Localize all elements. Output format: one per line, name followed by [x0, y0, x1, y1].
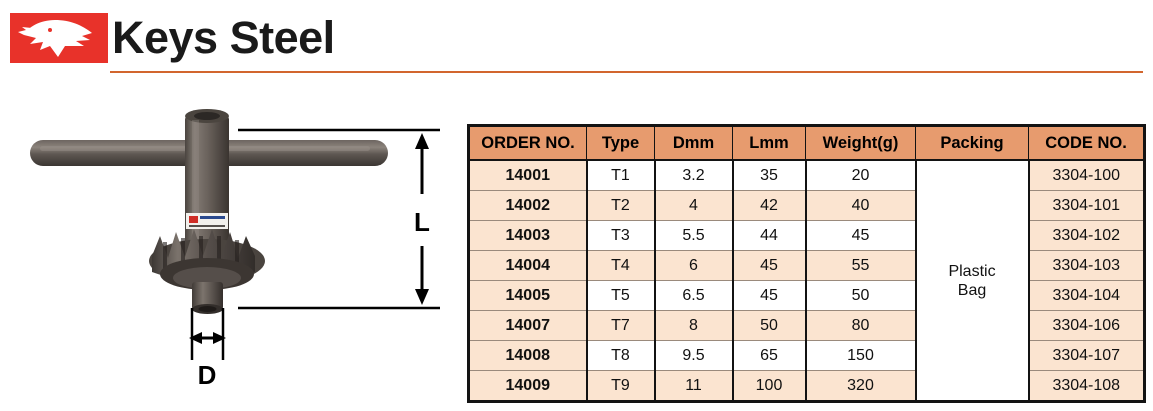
cell-type: T5: [585, 280, 656, 311]
col-header-lmm: Lmm: [732, 125, 806, 161]
cell-code-no: 3304-107: [1027, 340, 1146, 371]
cell-dmm: 9.5: [653, 340, 734, 371]
cell-lmm: 50: [731, 310, 807, 341]
col-header-type: Type: [586, 125, 655, 161]
cell-order-no: 14001: [467, 159, 588, 191]
cell-lmm: 100: [731, 370, 807, 402]
col-header-weight: Weight(g): [805, 125, 916, 161]
col-header-packing: Packing: [915, 125, 1029, 161]
cell-dmm: 6.5: [653, 280, 734, 311]
packing-line-1: Plastic: [948, 262, 996, 280]
cell-lmm: 42: [731, 190, 807, 221]
cell-dmm: 3.2: [653, 159, 734, 191]
col-header-order-no: ORDER NO.: [468, 125, 587, 161]
cell-code-no: 3304-106: [1027, 310, 1146, 341]
cell-order-no: 14003: [467, 220, 588, 251]
cell-order-no: 14008: [467, 340, 588, 371]
cell-dmm: 11: [653, 370, 734, 402]
cell-order-no: 14002: [467, 190, 588, 221]
cell-order-no: 14009: [467, 370, 588, 402]
cell-order-no: 14004: [467, 250, 588, 281]
cell-type: T8: [585, 340, 656, 371]
cell-order-no: 14005: [467, 280, 588, 311]
cell-weight: 45: [804, 220, 917, 251]
cell-code-no: 3304-108: [1027, 370, 1146, 402]
page-header: Keys Steel: [0, 0, 1153, 80]
cell-lmm: 35: [731, 159, 807, 191]
cell-type: T2: [585, 190, 656, 221]
svg-text:L: L: [414, 207, 430, 237]
cell-weight: 20: [804, 159, 917, 191]
cell-weight: 55: [804, 250, 917, 281]
cell-weight: 50: [804, 280, 917, 311]
spec-table: ORDER NO. Type Dmm Lmm Weight(g) Packing…: [467, 124, 1146, 403]
cell-code-no: 3304-100: [1027, 159, 1146, 191]
cell-dmm: 4: [653, 190, 734, 221]
cell-lmm: 44: [731, 220, 807, 251]
cell-lmm: 45: [731, 250, 807, 281]
cell-weight: 150: [804, 340, 917, 371]
cell-type: T3: [585, 220, 656, 251]
page-title: Keys Steel: [112, 12, 335, 63]
table-header-row: ORDER NO. Type Dmm Lmm Weight(g) Packing…: [468, 125, 1145, 161]
col-header-dmm: Dmm: [654, 125, 733, 161]
header-divider: [110, 71, 1143, 73]
svg-text:D: D: [198, 360, 217, 390]
cell-order-no: 14007: [467, 310, 588, 341]
cell-code-no: 3304-104: [1027, 280, 1146, 311]
cell-code-no: 3304-102: [1027, 220, 1146, 251]
cell-weight: 80: [804, 310, 917, 341]
cell-type: T4: [585, 250, 656, 281]
cell-weight: 320: [804, 370, 917, 402]
spec-table-container: ORDER NO. Type Dmm Lmm Weight(g) Packing…: [467, 124, 1146, 403]
cell-type: T9: [585, 370, 656, 402]
cell-lmm: 65: [731, 340, 807, 371]
col-header-code-no: CODE NO.: [1028, 125, 1145, 161]
cell-weight: 40: [804, 190, 917, 221]
cell-code-no: 3304-101: [1027, 190, 1146, 221]
cell-code-no: 3304-103: [1027, 250, 1146, 281]
cell-lmm: 45: [731, 280, 807, 311]
product-figure: L D: [0, 86, 460, 411]
cell-type: T1: [585, 159, 656, 191]
eagle-head-logo-icon: [10, 13, 108, 63]
chuck-key-product-image: L D: [0, 86, 460, 411]
cell-dmm: 5.5: [653, 220, 734, 251]
packing-line-2: Bag: [957, 281, 987, 299]
cell-dmm: 8: [653, 310, 734, 341]
cell-dmm: 6: [653, 250, 734, 281]
cell-type: T7: [585, 310, 656, 341]
